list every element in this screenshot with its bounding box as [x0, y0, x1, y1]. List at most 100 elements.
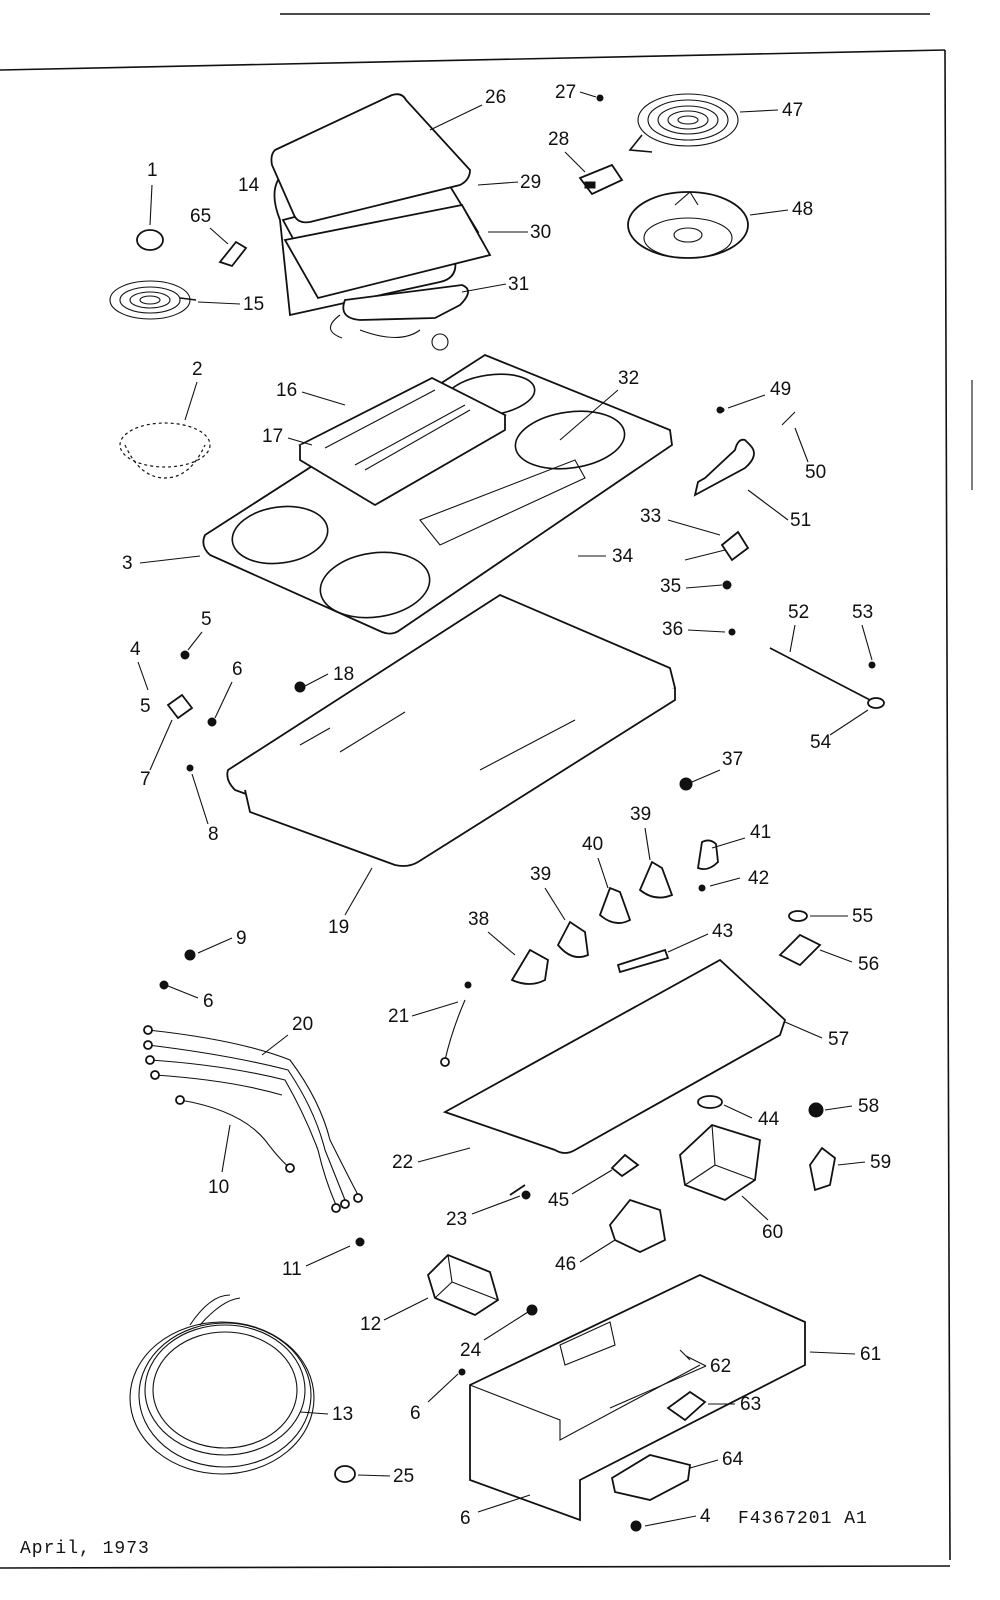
power-cord-coil: [129, 1294, 315, 1475]
callout-2: 2: [192, 359, 203, 380]
pigtail-wire: [440, 999, 466, 1067]
relay-block: [608, 1198, 666, 1253]
strain-relief-nut: [334, 1465, 356, 1483]
callout-labels: 1 2 3 4 4 5 5 6 6 6 6 7 8 9 1: [122, 82, 891, 1529]
callout-3: 3: [122, 553, 133, 574]
callout-10: 10: [208, 1177, 229, 1198]
cooktop-body-pan: [226, 593, 677, 867]
callout-31: 31: [508, 274, 529, 295]
callout-63: 63: [740, 1394, 761, 1415]
single-lead-wire: [175, 1095, 295, 1173]
large-coil-element: [628, 93, 739, 153]
callout-48: 48: [792, 199, 813, 220]
callout-21: 21: [388, 1006, 409, 1027]
callout-54: 54: [810, 732, 832, 753]
callout-30: 30: [530, 222, 551, 243]
callout-14: 14: [238, 175, 260, 196]
callout-29: 29: [520, 172, 541, 193]
rocker-switch: [809, 1146, 836, 1192]
grommets: [610, 1095, 723, 1178]
control-knobs: [510, 839, 719, 985]
callout-16: 16: [276, 380, 297, 401]
callout-24: 24: [460, 1340, 482, 1361]
switch-with-lead: [684, 530, 750, 562]
callout-19: 19: [328, 917, 349, 938]
callout-7: 7: [140, 769, 151, 790]
footer-drawing-number: F4367201 A1: [738, 1509, 868, 1529]
callout-46: 46: [555, 1254, 576, 1275]
lid-stack: [270, 93, 492, 351]
callout-34: 34: [612, 546, 634, 567]
control-bracket: [469, 1274, 806, 1522]
clip-plate: [778, 910, 822, 967]
callout-9: 9: [236, 928, 247, 949]
callout-22: 22: [392, 1152, 413, 1173]
callout-33: 33: [640, 506, 661, 527]
callout-57: 57: [828, 1029, 849, 1050]
callout-6-a: 6: [232, 659, 243, 680]
support-bracket: [693, 407, 796, 497]
callout-55: 55: [852, 906, 873, 927]
callout-15: 15: [243, 294, 264, 315]
callout-43: 43: [712, 921, 733, 942]
callout-36: 36: [662, 619, 683, 640]
callout-28: 28: [548, 129, 569, 150]
callout-27: 27: [555, 82, 576, 103]
callout-40: 40: [582, 834, 603, 855]
callout-8: 8: [208, 824, 219, 845]
callout-47: 47: [782, 100, 803, 121]
callout-53: 53: [852, 602, 873, 623]
callout-61: 61: [860, 1344, 881, 1365]
callout-44: 44: [758, 1109, 780, 1130]
callout-25: 25: [393, 1466, 414, 1487]
callout-56: 56: [858, 954, 879, 975]
rod-assembly: [769, 647, 885, 709]
callout-6-b: 6: [203, 991, 214, 1012]
drip-bowl: [119, 422, 211, 479]
callout-6-d: 6: [460, 1508, 471, 1529]
callout-41: 41: [750, 822, 771, 843]
callout-38: 38: [468, 909, 489, 930]
callout-35: 35: [660, 576, 681, 597]
screws: [509, 1184, 526, 1196]
bottom-panel: [442, 958, 787, 1154]
callout-39-a: 39: [530, 864, 551, 885]
callout-58: 58: [858, 1096, 879, 1117]
callout-5-alt: 5: [140, 696, 151, 717]
griddle-tray: [298, 376, 507, 507]
callout-4-bottom: 4: [700, 1506, 711, 1527]
drip-pan: [627, 191, 749, 259]
callout-65: 65: [190, 206, 211, 227]
callout-13: 13: [332, 1404, 353, 1425]
terminal-block: [426, 1253, 500, 1317]
callout-64: 64: [722, 1449, 744, 1470]
transformer-block: [679, 1123, 761, 1202]
callout-59: 59: [870, 1152, 891, 1173]
clip: [218, 240, 248, 268]
knob-cap: [136, 229, 164, 251]
wire-harness-upper: [143, 1025, 363, 1213]
callout-60: 60: [762, 1222, 783, 1243]
callout-5: 5: [201, 609, 212, 630]
terminal-receptacle: [578, 163, 624, 196]
callout-1: 1: [147, 160, 158, 181]
screw-62: [679, 1349, 691, 1361]
callout-42: 42: [748, 868, 769, 889]
frame-border-right: [944, 49, 951, 1561]
callout-26: 26: [485, 87, 506, 108]
callout-23: 23: [446, 1209, 467, 1230]
callout-17: 17: [262, 426, 283, 447]
nameplate: [616, 948, 670, 974]
callout-4-left: 4: [130, 639, 141, 660]
callout-6-c: 6: [410, 1403, 421, 1424]
callout-11: 11: [282, 1259, 302, 1280]
callout-37: 37: [722, 749, 743, 770]
callout-62: 62: [710, 1356, 731, 1377]
callout-52: 52: [788, 602, 809, 623]
callout-32: 32: [618, 368, 639, 389]
callout-49: 49: [770, 379, 791, 400]
callout-12: 12: [360, 1314, 381, 1335]
callout-45: 45: [548, 1190, 569, 1211]
callout-20: 20: [292, 1014, 313, 1035]
